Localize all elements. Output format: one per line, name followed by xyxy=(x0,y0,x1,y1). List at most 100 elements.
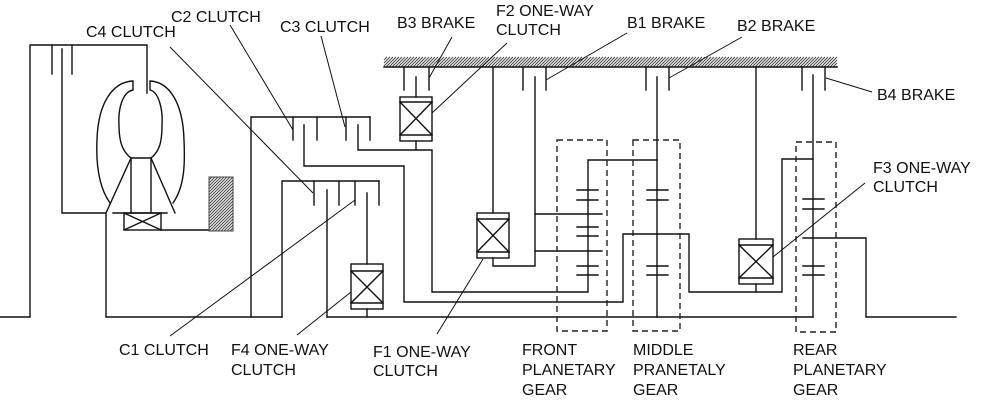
front-planetary-gear-set xyxy=(556,139,608,332)
one-way-clutch-cross xyxy=(123,212,162,231)
hatch-line xyxy=(634,56,646,68)
hatch-line xyxy=(790,56,802,68)
hatch-line xyxy=(598,56,610,68)
hatch-line xyxy=(391,56,403,68)
hatch-line xyxy=(697,56,709,68)
hatch-line xyxy=(208,182,234,208)
hatch-line xyxy=(220,218,234,232)
turbine-shaft xyxy=(61,48,283,318)
hatch-line xyxy=(673,56,685,68)
hatch-line xyxy=(466,56,478,68)
hatch-line xyxy=(529,56,541,68)
label-c1-clutch: C1 CLUTCH xyxy=(119,342,209,359)
hatch-line xyxy=(718,56,730,68)
hatch-line xyxy=(526,56,538,68)
c2-hub-shaft xyxy=(303,124,814,303)
hatch-line xyxy=(383,56,394,67)
hatch-line xyxy=(808,56,820,68)
hatch-line xyxy=(460,56,472,68)
hatch-line xyxy=(670,56,682,68)
label-front-planetary-line1: FRONT xyxy=(522,342,577,359)
hatch-line xyxy=(622,56,634,68)
front-sun-shaft xyxy=(492,76,536,267)
hatch-line xyxy=(388,56,400,68)
hatch-line xyxy=(748,56,760,68)
hatch-line xyxy=(730,56,742,68)
hatch-line xyxy=(625,56,637,68)
label-f1-one-way-clutch-line1: F1 ONE-WAY xyxy=(373,344,471,361)
hatch-line xyxy=(727,56,739,68)
hatch-line xyxy=(631,56,643,68)
hatch-line xyxy=(502,56,514,68)
hatch-line xyxy=(658,56,670,68)
hatch-line xyxy=(208,200,234,226)
hatch-line xyxy=(583,56,595,68)
hatch-line xyxy=(829,59,838,68)
hatch-line xyxy=(814,56,826,68)
hatch-line xyxy=(706,56,718,68)
c3-hub-shaft xyxy=(357,124,658,293)
label-front-planetary-line3: GEAR xyxy=(522,382,567,399)
hatch-line xyxy=(613,56,625,68)
rear-planetary-gear-set xyxy=(738,66,837,333)
hatch-line xyxy=(208,176,234,202)
hatch-line xyxy=(383,56,388,61)
hatch-line xyxy=(589,56,601,68)
hatch-line xyxy=(511,56,523,68)
leader-b1-brake xyxy=(545,32,628,81)
hatch-line xyxy=(772,56,784,68)
hatch-line xyxy=(661,56,673,68)
hatch-line xyxy=(457,56,469,68)
hatch-line xyxy=(463,56,475,68)
hatch-line xyxy=(424,56,436,68)
hatch-line xyxy=(676,56,688,68)
hatch-line xyxy=(397,56,409,68)
hatch-line xyxy=(226,224,234,232)
hatch-line xyxy=(385,56,397,68)
leader-c1-clutch xyxy=(169,199,356,337)
leader-f3-one-way-clutch xyxy=(772,182,866,258)
stator-blade xyxy=(150,157,176,214)
transmission-case-ground xyxy=(383,56,838,68)
hatch-line xyxy=(514,56,526,68)
hatch-line xyxy=(799,56,811,68)
hatch-line xyxy=(664,56,676,68)
label-c2-clutch: C2 CLUTCH xyxy=(171,9,261,26)
label-f2-one-way-clutch-line1: F2 ONE-WAY xyxy=(496,3,594,20)
hatch-line xyxy=(538,56,550,68)
leader-f2-one-way-clutch xyxy=(431,42,508,114)
input-shaft xyxy=(0,44,148,318)
hatch-line xyxy=(643,56,655,68)
hatch-line xyxy=(208,206,234,232)
c2-c3-clutch xyxy=(250,116,814,318)
hatch-line xyxy=(709,56,721,68)
labels: C4 CLUTCH C2 CLUTCH C3 CLUTCH B3 BRAKE F… xyxy=(86,3,971,399)
hatch-line xyxy=(400,56,412,68)
hatch-line xyxy=(208,176,225,193)
hatch-line xyxy=(637,56,649,68)
one-way-clutch-cross xyxy=(399,101,433,136)
label-f2-one-way-clutch-line2: CLUTCH xyxy=(496,22,561,39)
hatch-line xyxy=(208,176,219,187)
hatch-line xyxy=(383,56,391,64)
hatch-line xyxy=(619,56,631,68)
hatch-line xyxy=(640,56,652,68)
hatch-line xyxy=(208,179,234,205)
hatch-line xyxy=(778,56,790,68)
hatch-line xyxy=(592,56,604,68)
hatch-line xyxy=(805,56,817,68)
hatch-line xyxy=(646,56,658,68)
hatch-line xyxy=(781,56,793,68)
hatch-line xyxy=(493,56,505,68)
label-b3-brake: B3 BRAKE xyxy=(397,15,475,32)
stator-blade xyxy=(105,157,132,214)
hatch-line xyxy=(208,185,234,211)
hatch-line xyxy=(499,56,511,68)
hatch-line xyxy=(553,56,565,68)
label-b1-brake: B1 BRAKE xyxy=(627,15,705,32)
hatch-line xyxy=(208,176,228,196)
hatch-line xyxy=(208,203,234,229)
hatch-line xyxy=(652,56,664,68)
one-way-clutch-cross xyxy=(476,218,510,253)
